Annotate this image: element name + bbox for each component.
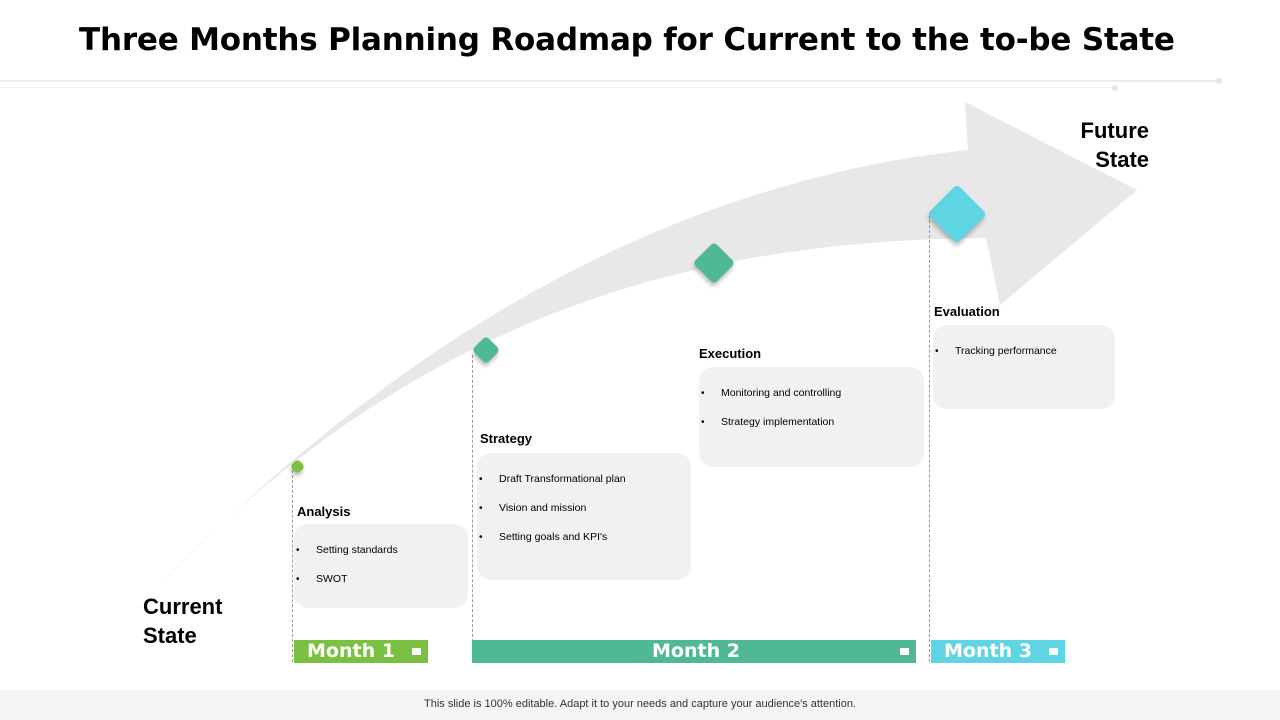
list-item: Vision and mission — [477, 494, 681, 523]
list-item: Draft Transformational plan — [477, 465, 681, 494]
current-state-label: Current State — [143, 592, 222, 650]
phase-divider-line — [472, 355, 473, 662]
list-item: Strategy implementation — [699, 408, 914, 437]
future-state-label: Future State — [1040, 116, 1149, 174]
current-state-line-2: State — [143, 623, 197, 648]
phase-box-analysis: Setting standards SWOT — [294, 524, 468, 608]
month-marker-icon — [1049, 648, 1058, 655]
slide-title: Three Months Planning Roadmap for Curren… — [79, 22, 1175, 58]
phase-divider-line — [292, 470, 293, 662]
list-item: Tracking performance — [933, 337, 1105, 366]
title-divider-secondary — [0, 87, 1115, 88]
list-item: Setting standards — [294, 536, 458, 565]
month-marker-icon — [900, 648, 909, 655]
phase-title-evaluation: Evaluation — [934, 304, 1000, 319]
list-item: Monitoring and controlling — [699, 379, 914, 408]
phase-box-execution: Monitoring and controlling Strategy impl… — [699, 367, 924, 467]
future-state-line-1: Future — [1080, 118, 1149, 143]
future-state-line-2: State — [1095, 147, 1149, 172]
divider-dot — [1112, 85, 1118, 91]
phase-title-strategy: Strategy — [480, 431, 533, 446]
month-label-1: Month 1 — [307, 640, 395, 662]
roadmap-arrow-shape — [152, 102, 1137, 592]
month-label-2: Month 2 — [652, 640, 740, 662]
list-item: SWOT — [294, 565, 458, 594]
divider-dot — [1216, 78, 1222, 84]
list-item: Setting goals and KPI's — [477, 523, 681, 552]
phase-divider-line — [929, 215, 930, 662]
month-marker-icon — [412, 648, 421, 655]
footer-bar — [0, 690, 1280, 720]
phase-title-analysis: Analysis — [297, 504, 351, 519]
month-label-3: Month 3 — [944, 640, 1032, 662]
month-bar-1: Month 1 — [294, 640, 428, 663]
month-bar-2: Month 2 — [472, 640, 916, 663]
month-bar-3: Month 3 — [931, 640, 1065, 663]
phase-box-evaluation: Tracking performance — [933, 325, 1115, 409]
phase-title-execution: Execution — [699, 346, 762, 361]
footer-note: This slide is 100% editable. Adapt it to… — [424, 698, 856, 710]
current-state-line-1: Current — [143, 594, 223, 619]
title-divider — [0, 80, 1222, 82]
phase-box-strategy: Draft Transformational plan Vision and m… — [477, 453, 691, 580]
